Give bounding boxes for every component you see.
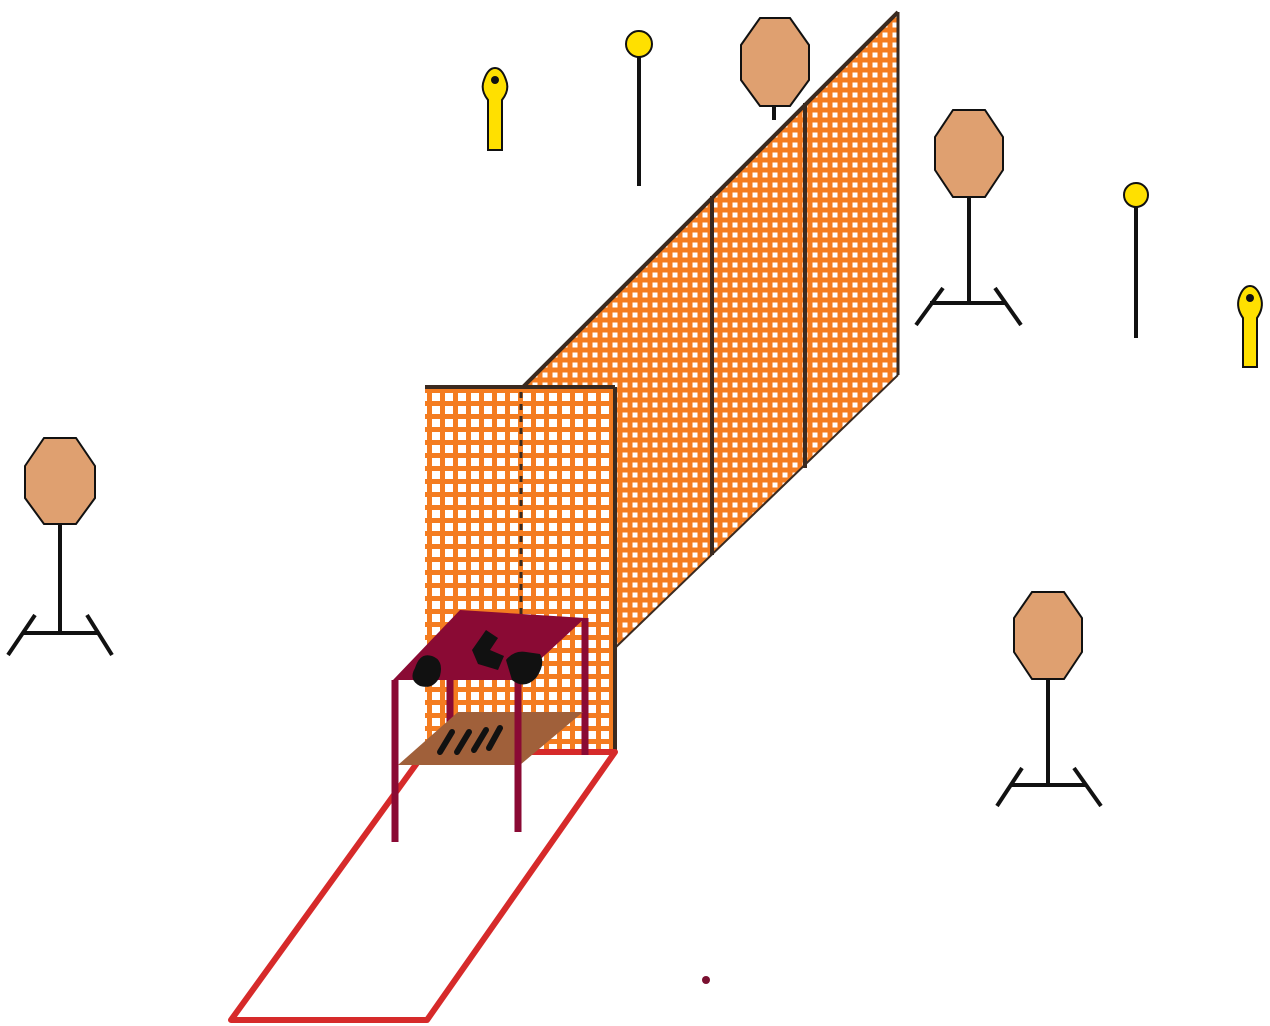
target-stand-left: [6, 437, 114, 657]
target-face: [24, 437, 96, 525]
target-stand-right-top: [914, 109, 1023, 327]
shelf-items: [437, 725, 503, 755]
marker-post: [1237, 284, 1263, 368]
marker-ball: [1123, 182, 1149, 208]
lane-outline: [228, 749, 618, 1023]
table: [391, 610, 589, 842]
target-stand-right-bottom: [995, 591, 1103, 808]
yellow-marker-post-top: [481, 66, 509, 151]
net-frame: [614, 374, 899, 649]
yellow-marker-post-right: [1237, 284, 1263, 368]
dot-marker: [702, 976, 710, 984]
stand-leg: [995, 766, 1024, 808]
marker-ball: [625, 30, 653, 58]
stand-leg: [1072, 766, 1103, 808]
stand-leg: [914, 286, 945, 327]
stand-leg: [993, 286, 1023, 327]
yellow-marker-pole-top: [625, 30, 653, 186]
stand-leg: [85, 613, 114, 657]
marker-post-dot: [491, 76, 499, 84]
stand-leg: [6, 613, 37, 657]
target-face: [934, 109, 1004, 198]
yellow-marker-pole-right: [1123, 182, 1149, 338]
target-face: [740, 17, 810, 107]
marker-post-dot: [1246, 294, 1254, 302]
table-shelf: [398, 712, 583, 765]
target-face: [1013, 591, 1083, 680]
table-items: [412, 630, 543, 687]
marker-post: [481, 66, 509, 151]
target-stand-top-center: [740, 17, 810, 120]
